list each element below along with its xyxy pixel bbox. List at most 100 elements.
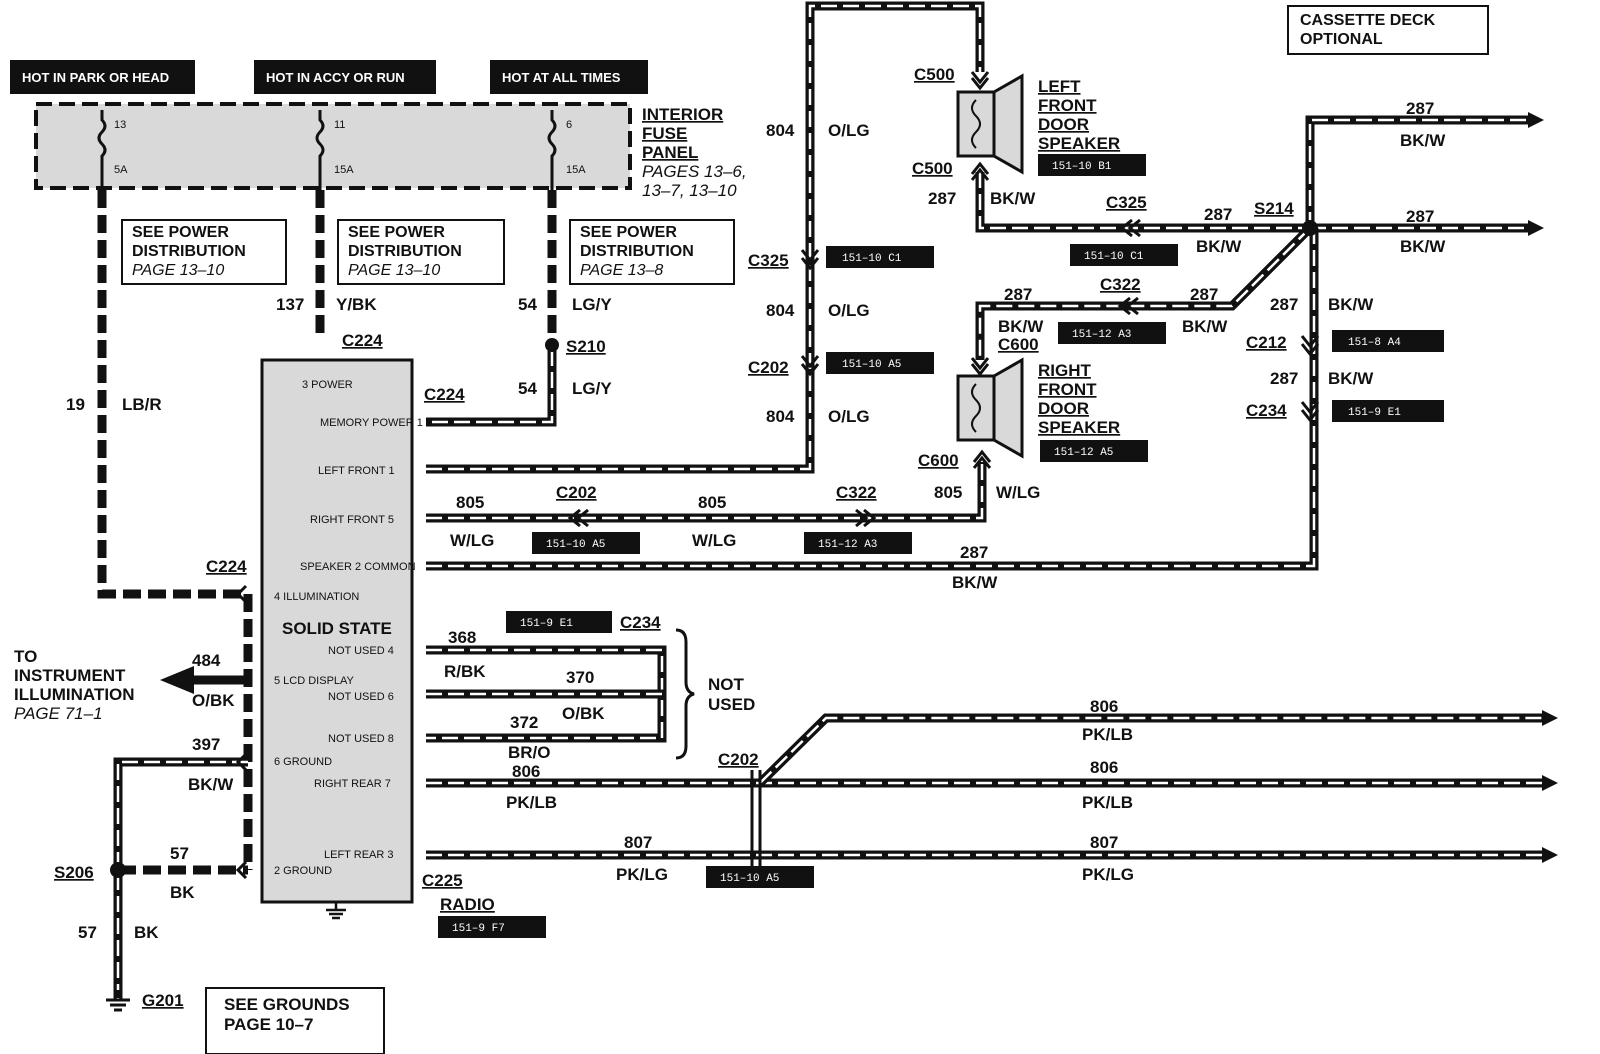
svg-text:PAGE 71–1: PAGE 71–1 — [14, 704, 103, 723]
svg-text:S214: S214 — [1254, 199, 1294, 218]
svg-text:NOT USED 4: NOT USED 4 — [328, 645, 394, 657]
svg-text:151–9 F7: 151–9 F7 — [452, 923, 505, 935]
svg-text:PAGE 13–8: PAGE 13–8 — [580, 262, 663, 279]
svg-text:BK: BK — [134, 923, 159, 942]
svg-text:806: 806 — [512, 762, 540, 781]
svg-text:PK/LG: PK/LG — [1082, 865, 1134, 884]
svg-text:287: 287 — [1190, 285, 1218, 304]
svg-text:S210: S210 — [566, 337, 606, 356]
svg-text:PK/LB: PK/LB — [506, 793, 557, 812]
svg-text:BK/W: BK/W — [1400, 131, 1446, 150]
svg-text:806: 806 — [1090, 697, 1118, 716]
svg-text:151–12 A3: 151–12 A3 — [818, 539, 877, 551]
svg-text:LG/Y: LG/Y — [572, 295, 612, 314]
svg-text:287: 287 — [1270, 369, 1298, 388]
svg-text:13–7, 13–10: 13–7, 13–10 — [642, 181, 737, 200]
svg-text:57: 57 — [170, 844, 189, 863]
not-used-brace: NOT USED — [675, 628, 755, 760]
svg-text:19: 19 — [66, 395, 85, 414]
svg-text:PAGES 13–6,: PAGES 13–6, — [642, 162, 747, 181]
svg-text:W/LG: W/LG — [996, 483, 1040, 502]
svg-text:11: 11 — [334, 119, 345, 131]
svg-text:287: 287 — [1004, 285, 1032, 304]
svg-text:SPEAKER: SPEAKER — [1038, 418, 1120, 437]
svg-text:RIGHT: RIGHT — [1038, 361, 1092, 380]
svg-text:BK/W: BK/W — [1328, 295, 1374, 314]
svg-text:SEE POWER: SEE POWER — [348, 224, 445, 241]
svg-text:151–10 C1: 151–10 C1 — [842, 253, 902, 265]
power-distribution-box-2: SEE POWER DISTRIBUTION PAGE 13–10 — [337, 219, 505, 285]
svg-text:287: 287 — [960, 543, 988, 562]
svg-text:PAGE 13–10: PAGE 13–10 — [348, 262, 440, 279]
svg-text:O/BK: O/BK — [562, 704, 605, 723]
svg-text:SPEAKER: SPEAKER — [1038, 134, 1120, 153]
svg-text:O/LG: O/LG — [828, 407, 870, 426]
wires — [97, 1, 1542, 1000]
svg-text:INSTRUMENT: INSTRUMENT — [14, 666, 126, 685]
svg-text:805: 805 — [456, 493, 484, 512]
svg-text:Y/BK: Y/BK — [336, 295, 377, 314]
svg-text:287: 287 — [1406, 99, 1434, 118]
svg-text:151–10 C1: 151–10 C1 — [1084, 251, 1144, 263]
svg-text:SEE GROUNDS: SEE GROUNDS — [224, 995, 350, 1014]
svg-text:372: 372 — [510, 713, 538, 732]
svg-text:151–10 B1: 151–10 B1 — [1052, 161, 1112, 173]
svg-text:MEMORY POWER 1: MEMORY POWER 1 — [320, 417, 423, 429]
svg-text:287: 287 — [1406, 207, 1434, 226]
svg-text:HOT IN ACCY OR RUN: HOT IN ACCY OR RUN — [266, 70, 405, 85]
svg-text:5 LCD DISPLAY: 5 LCD DISPLAY — [274, 675, 355, 687]
svg-text:6: 6 — [566, 119, 572, 131]
svg-text:USED: USED — [708, 695, 755, 714]
svg-text:370: 370 — [566, 668, 594, 687]
svg-text:SEE POWER: SEE POWER — [132, 224, 229, 241]
svg-text:O/LG: O/LG — [828, 301, 870, 320]
right-front-speaker: RIGHT FRONT DOOR SPEAKER — [956, 357, 1120, 459]
svg-text:4 ILLUMINATION: 4 ILLUMINATION — [274, 591, 359, 603]
svg-text:SOLID STATE: SOLID STATE — [282, 619, 392, 638]
svg-text:LEFT REAR 3: LEFT REAR 3 — [324, 849, 394, 861]
svg-text:151–9 E1: 151–9 E1 — [520, 618, 573, 630]
svg-text:807: 807 — [624, 833, 652, 852]
svg-text:BK/W: BK/W — [990, 189, 1036, 208]
wire-arrows — [1528, 112, 1558, 863]
splice-s210 — [545, 338, 559, 352]
svg-text:W/LG: W/LG — [450, 531, 494, 550]
svg-text:PANEL: PANEL — [642, 143, 698, 162]
svg-text:151–10 A5: 151–10 A5 — [842, 359, 901, 371]
svg-text:BK/W: BK/W — [1196, 237, 1242, 256]
svg-text:DOOR: DOOR — [1038, 399, 1089, 418]
svg-text:DOOR: DOOR — [1038, 115, 1089, 134]
svg-text:54: 54 — [518, 295, 537, 314]
svg-text:LG/Y: LG/Y — [572, 379, 612, 398]
svg-text:C500: C500 — [914, 65, 955, 84]
svg-text:15A: 15A — [334, 164, 354, 176]
svg-text:806: 806 — [1090, 758, 1118, 777]
svg-text:NOT: NOT — [708, 675, 745, 694]
svg-text:15A: 15A — [566, 164, 586, 176]
svg-text:BK/W: BK/W — [1400, 237, 1446, 256]
svg-text:PK/LG: PK/LG — [616, 865, 668, 884]
svg-text:SEE POWER: SEE POWER — [580, 224, 677, 241]
splice-s214 — [1302, 220, 1318, 236]
svg-text:HOT IN PARK OR HEAD: HOT IN PARK OR HEAD — [22, 70, 169, 85]
wire-labels: 19 LB/R 137 Y/BK 54 LG/Y 54 LG/Y 804 O/L… — [66, 99, 1446, 942]
svg-text:151–10 A5: 151–10 A5 — [546, 539, 605, 551]
svg-text:LEFT FRONT 1: LEFT FRONT 1 — [318, 465, 395, 477]
svg-text:FUSE: FUSE — [642, 124, 687, 143]
connector-marks — [235, 71, 1320, 880]
svg-text:57: 57 — [78, 923, 97, 942]
svg-text:INTERIOR: INTERIOR — [642, 105, 723, 124]
svg-text:SPEAKER 2 COMMON: SPEAKER 2 COMMON — [300, 561, 416, 573]
svg-text:PAGE 10–7: PAGE 10–7 — [224, 1015, 313, 1034]
svg-text:C325: C325 — [748, 251, 789, 270]
svg-text:287: 287 — [928, 189, 956, 208]
svg-text:3 POWER: 3 POWER — [302, 379, 353, 391]
svg-text:RIGHT FRONT 5: RIGHT FRONT 5 — [310, 514, 394, 526]
svg-text:C224: C224 — [424, 385, 465, 404]
reference-tags: 151–10 C1 151–10 A5 151–10 B1 151–10 C1 … — [438, 154, 1444, 938]
svg-text:804: 804 — [766, 301, 795, 320]
header-hot-all-times: HOT AT ALL TIMES — [490, 60, 648, 94]
svg-text:6 GROUND: 6 GROUND — [274, 756, 332, 768]
ground-symbol-g201 — [106, 990, 130, 1012]
